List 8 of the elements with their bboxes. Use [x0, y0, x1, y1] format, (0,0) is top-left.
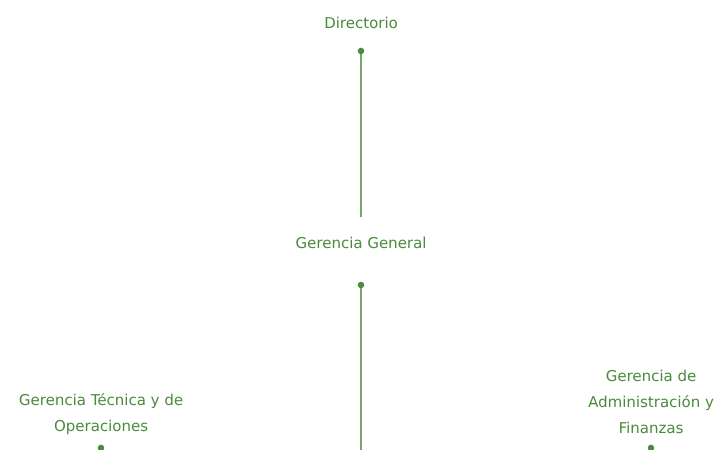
unit-title: Gerencia de Administración y Finanzas: [587, 366, 715, 439]
unit-title: Directorio: [323, 13, 399, 34]
connector-line: [648, 444, 654, 450]
connector-line: [358, 48, 364, 217]
unit-title: Gerencia General: [294, 233, 428, 254]
unit-title: Gerencia Técnica y de Operaciones: [18, 390, 184, 437]
connector-line: [98, 444, 104, 450]
connector-line: [358, 282, 364, 450]
